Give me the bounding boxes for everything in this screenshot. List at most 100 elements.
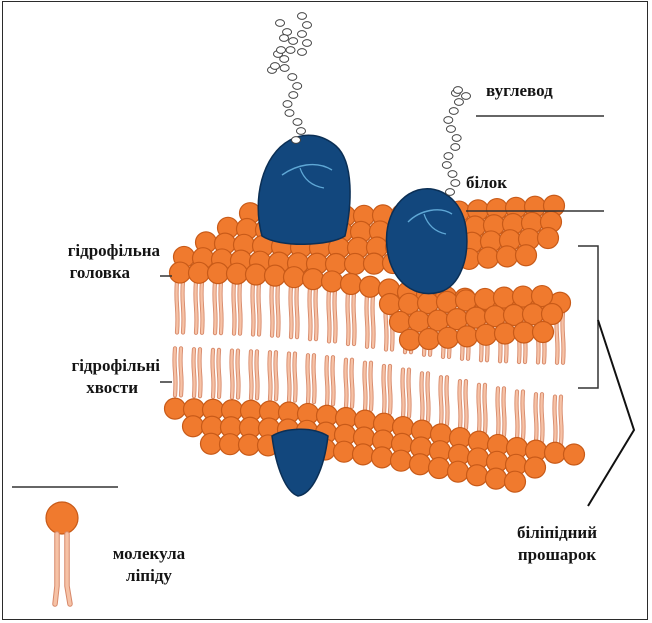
lipid-head bbox=[189, 262, 210, 283]
lipid-head bbox=[538, 228, 559, 249]
lipid-head bbox=[516, 245, 537, 266]
sugar-ring bbox=[298, 31, 307, 38]
lipid-head bbox=[227, 263, 248, 284]
label-hydrophilic-head-line2: головка bbox=[10, 262, 130, 284]
lipid-head bbox=[564, 444, 585, 465]
lipid-tails bbox=[516, 392, 523, 439]
sugar-ring bbox=[442, 162, 451, 169]
sugar-ring bbox=[288, 74, 297, 81]
sugar-ring bbox=[276, 20, 285, 27]
sugar-ring bbox=[289, 92, 298, 99]
lipid-head bbox=[419, 328, 440, 349]
lipid-head bbox=[448, 461, 469, 482]
lipid-tails bbox=[478, 385, 485, 432]
sugar-ring bbox=[292, 137, 301, 144]
lipid-tails bbox=[554, 397, 561, 444]
label-hydrophilic-head-line1: гідрофільна bbox=[10, 240, 160, 262]
lipid-head bbox=[497, 246, 518, 267]
lipid-head bbox=[201, 433, 222, 454]
bilayer-bracket bbox=[578, 246, 598, 388]
lipid-head bbox=[410, 454, 431, 475]
peripheral-protein-bottom bbox=[272, 429, 328, 496]
lipid-tails bbox=[195, 281, 202, 333]
lipid-head bbox=[46, 502, 78, 534]
integral-protein-right bbox=[386, 189, 466, 294]
sugar-ring bbox=[446, 189, 455, 196]
lipid-tails bbox=[345, 360, 352, 407]
sugar-ring bbox=[451, 180, 460, 187]
lipid-head bbox=[514, 322, 535, 343]
lipid-head bbox=[372, 447, 393, 468]
lipid-tails bbox=[364, 363, 371, 410]
sugar-ring bbox=[454, 87, 463, 94]
lipid-tails bbox=[269, 352, 276, 399]
sugar-ring bbox=[285, 110, 294, 117]
lipid-tails bbox=[174, 348, 181, 395]
lipid-head bbox=[341, 274, 362, 295]
lipid-head bbox=[345, 253, 366, 274]
sugar-ring bbox=[462, 93, 471, 100]
lipid-head bbox=[208, 263, 229, 284]
lipid-tails bbox=[193, 349, 200, 396]
lipid-head bbox=[486, 468, 507, 489]
lipid-tails bbox=[233, 282, 240, 334]
sugar-ring bbox=[303, 22, 312, 29]
sugar-ring bbox=[296, 128, 305, 135]
sugar-ring bbox=[448, 171, 457, 178]
sugar-ring bbox=[283, 101, 292, 108]
lipid-tails bbox=[459, 381, 466, 428]
sugar-ring bbox=[280, 35, 289, 42]
integral-protein-left bbox=[258, 135, 350, 244]
lipid-tails bbox=[212, 350, 219, 397]
lipid-head bbox=[322, 271, 343, 292]
lipid-head bbox=[525, 457, 546, 478]
lipid-tails bbox=[326, 357, 333, 404]
lipid-head bbox=[545, 442, 566, 463]
lipid-tails bbox=[309, 287, 316, 339]
lipid-head bbox=[505, 471, 526, 492]
sugar-ring bbox=[277, 47, 286, 54]
lipid-tails bbox=[231, 351, 238, 398]
lipid-head bbox=[364, 253, 385, 274]
lipid-head bbox=[170, 262, 191, 283]
lipid-tails bbox=[347, 292, 354, 344]
lipid-tails bbox=[383, 366, 390, 413]
label-carbohydrate: вуглевод bbox=[486, 80, 553, 102]
upper-lipid-heads bbox=[170, 195, 571, 350]
sugar-ring bbox=[452, 135, 461, 142]
label-hydrophilic-head: гідрофільна головка bbox=[10, 240, 160, 284]
sugar-ring bbox=[446, 126, 455, 133]
lipid-tails bbox=[214, 281, 221, 333]
lipid-head bbox=[429, 457, 450, 478]
lipid-head bbox=[478, 247, 499, 268]
lipid-head bbox=[284, 267, 305, 288]
lipid-head bbox=[476, 324, 497, 345]
sugar-ring bbox=[454, 99, 463, 106]
carbohydrate-chain-left bbox=[268, 13, 312, 144]
sugar-ring bbox=[444, 117, 453, 124]
lipid-tails bbox=[421, 373, 428, 420]
lipid-tails bbox=[271, 284, 278, 336]
lipid-head bbox=[391, 450, 412, 471]
label-hydrophilic-tails-line2: хвости bbox=[10, 377, 138, 399]
lipid-tails bbox=[290, 285, 297, 337]
lipid-tails bbox=[307, 355, 314, 402]
label-bilayer-line2: прошарок bbox=[497, 544, 617, 566]
lipid-tails bbox=[497, 388, 504, 435]
bilayer-leader bbox=[588, 320, 634, 506]
lipid-head bbox=[360, 276, 381, 297]
lipid-tails bbox=[402, 370, 409, 417]
label-hydrophilic-tails: гідрофільні хвости bbox=[10, 355, 160, 399]
sugar-ring bbox=[451, 144, 460, 151]
lipid-head bbox=[183, 416, 204, 437]
lipid-head bbox=[334, 441, 355, 462]
lipid-head bbox=[246, 264, 267, 285]
sugar-ring bbox=[449, 108, 458, 115]
lipid-tails bbox=[328, 289, 335, 341]
label-lipid-molecule-line2: ліпіду bbox=[94, 565, 204, 587]
lipid-tails bbox=[252, 282, 259, 334]
label-lipid-molecule: молекула ліпіду bbox=[94, 543, 204, 587]
lipid-head bbox=[495, 323, 516, 344]
lipid-head bbox=[303, 269, 324, 290]
lipid-head bbox=[438, 327, 459, 348]
